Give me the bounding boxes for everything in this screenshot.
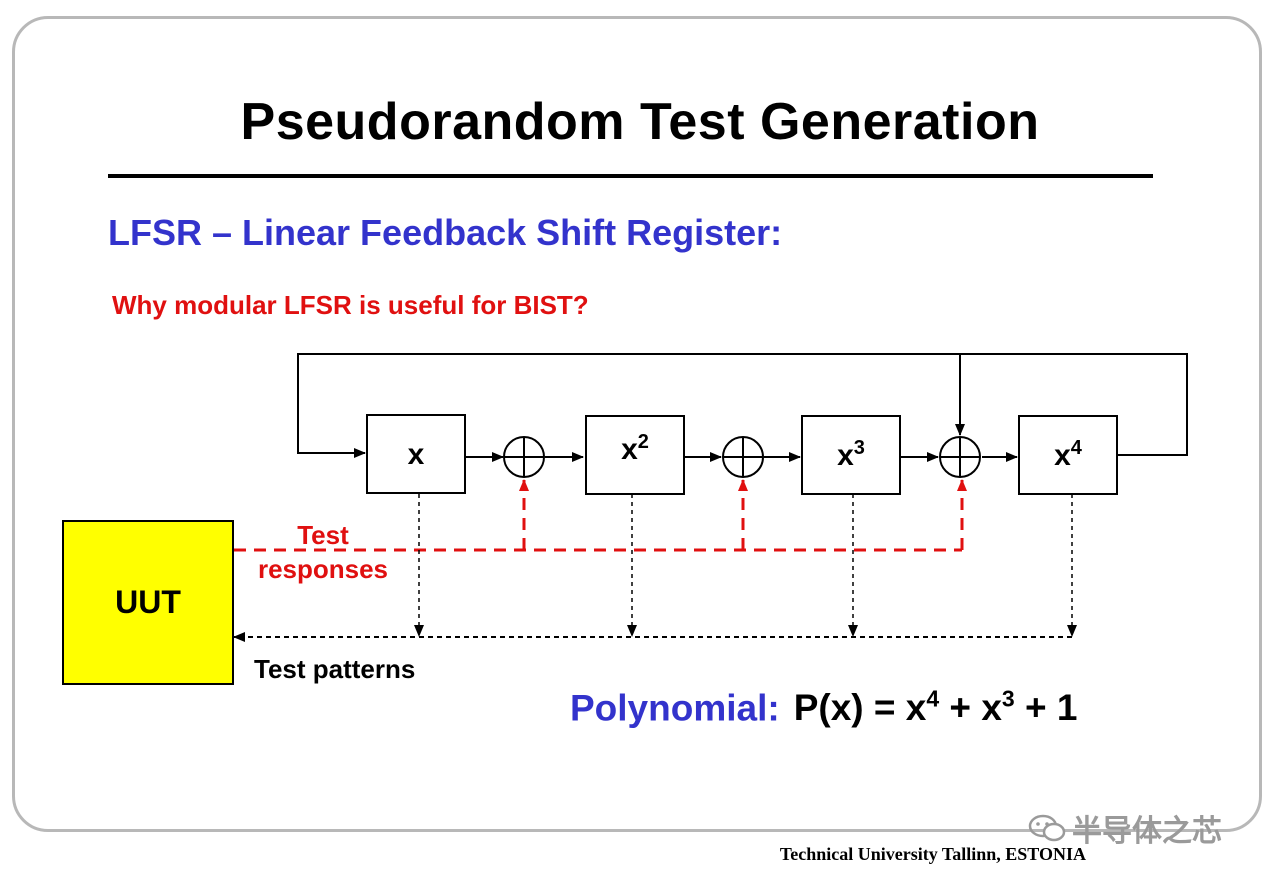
feedback-loop xyxy=(297,353,1188,458)
polynomial-label: Polynomial: xyxy=(570,687,780,729)
register-x4: x4 xyxy=(1018,415,1118,495)
polynomial-equation: P(x) = x4 + x3 + 1 xyxy=(793,686,1078,729)
xor-gate-2 xyxy=(722,436,764,478)
register-x3-label: x3 xyxy=(837,437,865,472)
watermark-text: 半导体之芯 xyxy=(1072,815,1222,848)
test-responses-line1: Test xyxy=(297,520,349,550)
test-responses-label: Test responses xyxy=(246,518,400,586)
watermark: 半导体之芯 xyxy=(1028,806,1222,850)
register-x2-label: x2 xyxy=(621,431,649,466)
register-x3: x3 xyxy=(801,415,901,495)
slide-title: Pseudorandom Test Generation xyxy=(240,93,1040,151)
register-x2: x2 xyxy=(585,415,685,495)
slide-subtitle: LFSR – Linear Feedback Shift Register: xyxy=(108,212,783,253)
uut-label: UUT xyxy=(115,584,181,620)
xor-gate-1 xyxy=(503,436,545,478)
register-x1-label: x xyxy=(407,438,425,471)
test-responses-bus xyxy=(234,479,967,552)
footer-institution: Technical University Tallinn, ESTONIA xyxy=(779,844,1086,864)
test-responses-line2: responses xyxy=(257,554,389,584)
register-x1: x xyxy=(366,414,466,494)
title-underline xyxy=(108,174,1153,178)
register-x4-label: x4 xyxy=(1054,437,1082,472)
xor-gate-3 xyxy=(939,436,981,478)
uut-block: UUT xyxy=(62,520,234,685)
test-patterns-bus xyxy=(233,494,1077,642)
polynomial-expression: Polynomial: P(x) = x4 + x3 + 1 xyxy=(570,686,1077,729)
question-text: Why modular LFSR is useful for BIST? xyxy=(112,290,589,320)
wechat-icon xyxy=(1028,814,1066,842)
test-patterns-label: Test patterns xyxy=(254,654,416,684)
